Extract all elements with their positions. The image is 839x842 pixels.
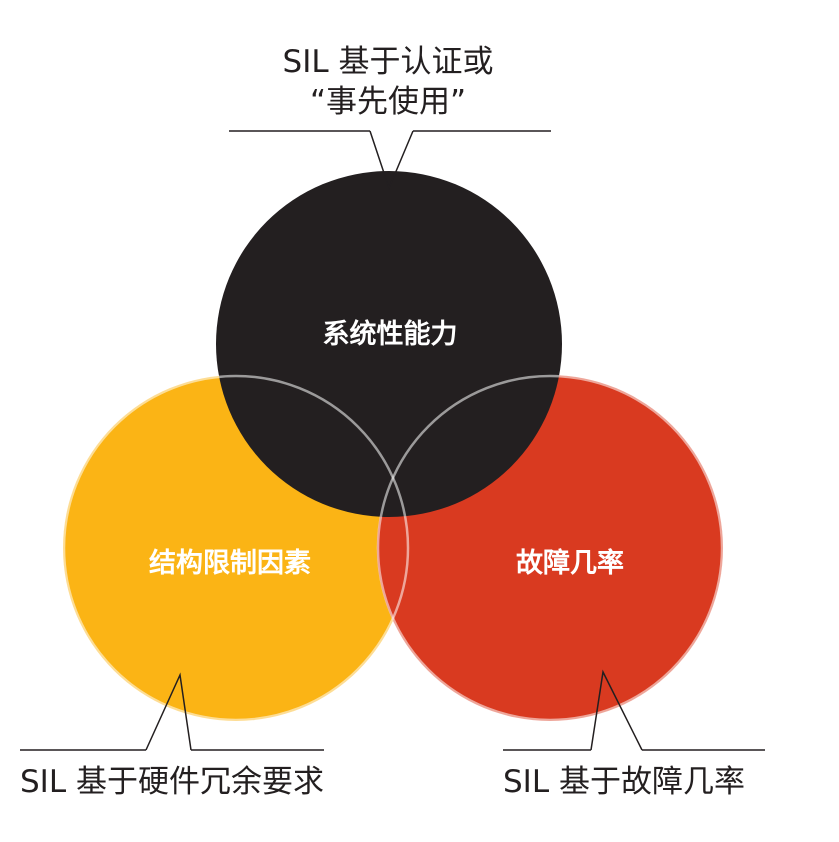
callout-left-text: SIL 基于硬件冗余要求	[20, 764, 324, 800]
overlap-outline-right	[376, 374, 724, 722]
callout-right-text: SIL 基于故障几率	[503, 764, 745, 800]
circle-top-label: 系统性能力	[322, 319, 458, 350]
callout-top-line2: “事先使用”	[309, 84, 467, 120]
circle-top	[216, 171, 562, 517]
callout-pointer-top	[229, 130, 551, 191]
circle-left-label: 结构限制因素	[149, 548, 311, 579]
overlap-outline-left	[62, 374, 410, 722]
callout-pointer-right	[503, 669, 765, 751]
callout-pointer-left	[20, 672, 324, 751]
callout-top-line1: SIL 基于认证或	[282, 44, 494, 80]
circle-right-label: 故障几率	[516, 548, 624, 579]
callout-top-text: SIL 基于认证或 “事先使用”	[208, 42, 568, 122]
